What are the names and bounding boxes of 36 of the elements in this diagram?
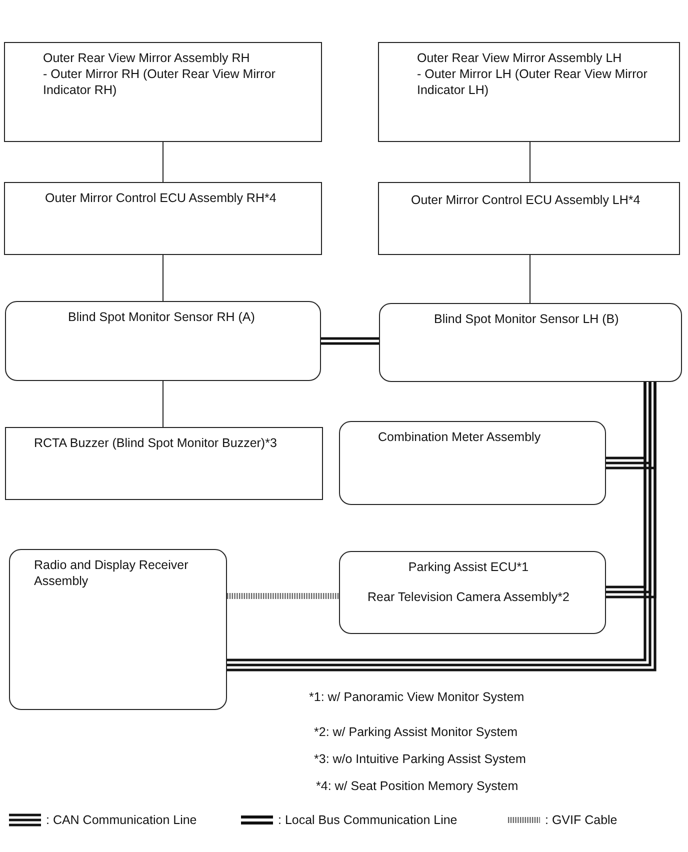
legend-label: : GVIF Cable — [545, 813, 618, 827]
component-box — [4, 182, 322, 255]
rounded-component-box — [339, 421, 606, 505]
connector-line — [162, 142, 164, 182]
component-name: RCTA Buzzer (Blind Spot Monitor Buzzer)*3 — [34, 435, 278, 451]
component-detail: - Outer Mirror LH (Outer Rear View Mirror Indicator LH) — [417, 66, 648, 98]
component-box — [378, 182, 680, 255]
footnote: *4: w/ Seat Position Memory System — [316, 779, 518, 793]
component-name: Outer Mirror Control ECU Assembly RH*4 — [45, 190, 278, 206]
component-name: Parking Assist ECU*1 — [407, 559, 530, 575]
connector-line — [162, 254, 164, 302]
component-name: Combination Meter Assembly — [378, 429, 542, 445]
component-name: Outer Mirror Control ECU Assembly LH*4 — [411, 192, 642, 208]
component-box — [4, 42, 322, 142]
component-name: Outer Rear View Mirror Assembly LH — [417, 50, 623, 66]
component-box — [5, 427, 323, 500]
connector-line — [162, 380, 164, 428]
component-name: Blind Spot Monitor Sensor LH (B) — [434, 311, 620, 327]
rounded-component-box — [379, 303, 682, 382]
rounded-component-box — [9, 549, 227, 710]
component-name: Blind Spot Monitor Sensor RH (A) — [68, 309, 256, 325]
cable-line — [227, 593, 339, 599]
rounded-component-box — [5, 301, 321, 381]
bus-line — [226, 380, 656, 672]
legend-label: : Local Bus Communication Line — [278, 813, 458, 827]
footnote: *3: w/o Intuitive Parking Assist System — [314, 752, 526, 766]
component-box — [378, 42, 680, 142]
legend-label: : CAN Communication Line — [46, 813, 197, 827]
bus-line — [320, 337, 380, 345]
rounded-component-box — [339, 551, 606, 634]
component-name: Outer Rear View Mirror Assembly RH — [43, 50, 251, 66]
component-name: Radio and Display Receiver Assembly — [34, 557, 190, 589]
component-detail: - Outer Mirror RH (Outer Rear View Mirror Indicator RH) — [43, 66, 276, 98]
component-detail: Rear Television Camera Assembly*2 — [366, 589, 570, 605]
footnote: *2: w/ Parking Assist Monitor System — [314, 725, 518, 739]
footnote: *1: w/ Panoramic View Monitor System — [309, 690, 524, 704]
